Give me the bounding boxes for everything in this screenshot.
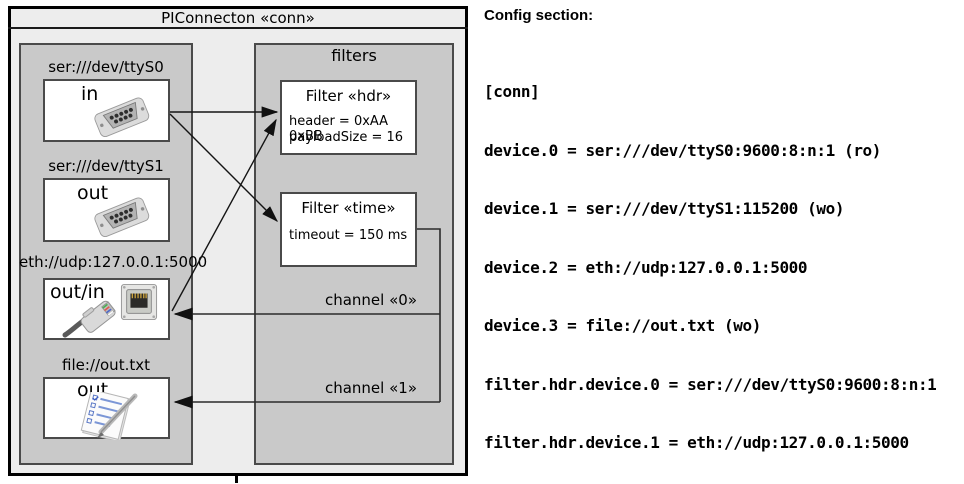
config-section: Config section: [conn] device.0 = ser://… bbox=[484, 7, 962, 484]
title-separator bbox=[8, 27, 468, 29]
ethernet-cable-icon bbox=[62, 300, 116, 338]
config-line: filter.hdr.device.1 = eth://udp:127.0.0.… bbox=[484, 433, 909, 452]
device-box-file-out: out bbox=[43, 377, 170, 440]
config-line: device.0 = ser:///dev/ttyS0:9600:8:n:1 (… bbox=[484, 140, 882, 160]
filter-hdr-header-attr: header = 0xAA 0xBB bbox=[289, 114, 389, 144]
config-lines: [conn] device.0 = ser:///dev/ttyS0:9600:… bbox=[484, 43, 962, 484]
device-label-eth-udp: eth://udp:127.0.0.1:5000 bbox=[19, 253, 208, 271]
config-line: device.3 = file://out.txt (wo) bbox=[484, 316, 761, 335]
device-direction: out bbox=[77, 182, 109, 204]
device-label-ser-ttys1: ser:///dev/ttyS1 bbox=[48, 157, 164, 175]
filters-panel-title: filters bbox=[331, 46, 377, 65]
serial-connector-icon bbox=[94, 97, 150, 138]
channel-0-label: channel «0» bbox=[324, 291, 417, 309]
ethernet-port-icon bbox=[120, 283, 158, 321]
filter-time-timeout-attr: timeout = 150 ms bbox=[289, 228, 408, 243]
config-line: device.2 = eth://udp:127.0.0.1:5000 bbox=[484, 257, 808, 277]
device-box-eth-udp: out/in bbox=[43, 278, 170, 340]
notes-pen-icon bbox=[80, 392, 138, 440]
config-line: [conn] bbox=[484, 82, 540, 101]
device-label-ser-ttys0: ser:///dev/ttyS0 bbox=[48, 58, 164, 76]
filter-time-title: Filter «time» bbox=[301, 199, 396, 217]
diagram-title: PIConnecton «conn» bbox=[161, 9, 315, 27]
config-heading: Config section: bbox=[484, 7, 594, 24]
filter-box-hdr: Filter «hdr» header = 0xAA 0xBB payloadS… bbox=[280, 80, 417, 155]
device-box-ser-ttys1: out bbox=[43, 178, 170, 242]
config-line: device.1 = ser:///dev/ttyS1:115200 (wo) bbox=[484, 199, 845, 218]
config-line: filter.hdr.device.0 = ser:///dev/ttyS0:9… bbox=[484, 374, 937, 394]
tick-mark bbox=[235, 474, 238, 483]
filter-hdr-payload-attr: payloadSize = 16 bbox=[289, 130, 404, 145]
filter-box-time: Filter «time» timeout = 150 ms bbox=[280, 192, 417, 267]
device-label-file-out: file://out.txt bbox=[62, 356, 150, 374]
channel-1-label: channel «1» bbox=[324, 379, 417, 397]
device-box-ser-ttys0: in bbox=[43, 79, 170, 142]
serial-connector-icon bbox=[94, 197, 150, 238]
filter-hdr-title: Filter «hdr» bbox=[305, 87, 392, 105]
device-direction: out/in bbox=[50, 281, 105, 303]
device-direction: in bbox=[81, 83, 99, 105]
